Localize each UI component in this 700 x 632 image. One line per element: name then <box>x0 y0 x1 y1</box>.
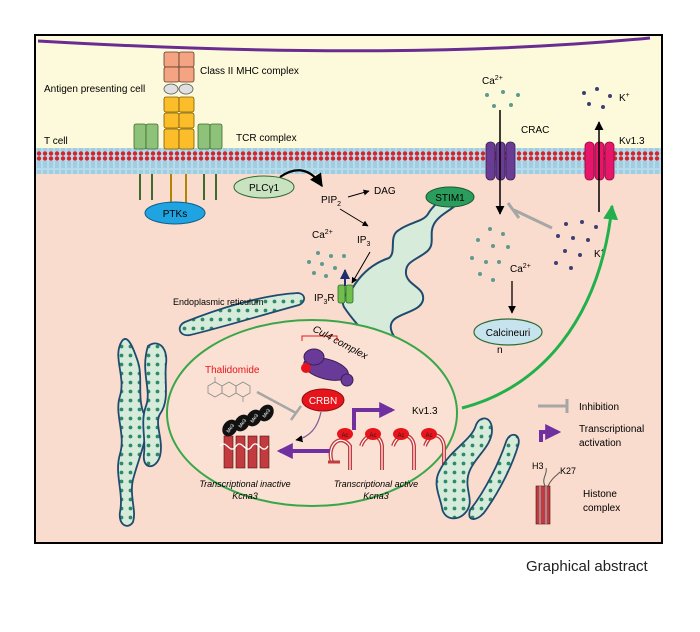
pip2-to-ip3-arrow <box>339 208 369 227</box>
svg-text:Me3: Me3 <box>238 418 249 430</box>
cul4-complex <box>301 348 354 387</box>
ca-top-dots <box>485 90 520 108</box>
ac-marks: Ac Ac Ac Ac <box>337 428 437 440</box>
er-tubule-far-left <box>117 338 148 527</box>
er-label: Endoplasmic reticulum <box>173 297 264 307</box>
svg-text:Me3: Me3 <box>250 413 261 425</box>
calcineurin-label-2: n <box>497 345 503 356</box>
crac-channel <box>485 141 516 181</box>
legend-activation-label-2: activation <box>579 438 621 449</box>
er-tubule-left-branch <box>142 342 168 468</box>
ip3r-label: IP3R <box>314 293 335 306</box>
crac-label: CRAC <box>521 125 549 136</box>
inactive-label-2: Kcna3 <box>232 491 258 501</box>
stim1-node <box>425 186 475 208</box>
er-tubule-right-long <box>468 433 520 520</box>
ip3r-channel <box>337 284 346 304</box>
ptks-node <box>144 201 206 225</box>
crbn-to-histone-arrow <box>295 411 322 443</box>
k-mid-dots <box>554 220 598 270</box>
transcription-arrow <box>352 402 396 430</box>
cul4-bracket <box>301 335 338 341</box>
ca-mid-label: Ca2+ <box>510 263 531 275</box>
ip3-label: IP3 <box>357 235 370 248</box>
svg-text:Me3: Me3 <box>226 423 237 435</box>
ip3-to-receptor-arrow <box>351 251 371 284</box>
ip3r-channel-b <box>345 284 354 304</box>
inactive-histones <box>219 435 270 469</box>
legend-inhibition-symbol <box>538 399 569 413</box>
svg-text:Ac: Ac <box>397 433 404 439</box>
inactive-label-1: Transcriptional inactive <box>199 479 290 489</box>
svg-text:Ac: Ac <box>369 433 376 439</box>
ptks-label: PTKs <box>163 209 187 220</box>
pip2-to-dag-arrow <box>347 189 370 198</box>
mhc-complex <box>163 51 195 95</box>
plc-node <box>233 175 295 199</box>
me3-marks: Me3 Me3 Me3 Me3 <box>222 404 274 437</box>
k-top-dots <box>582 87 612 109</box>
mhc-label: Class II MHC complex <box>200 66 299 77</box>
ca-er-label: Ca2+ <box>312 229 333 241</box>
legend-histone-label-1: Histone <box>583 489 617 500</box>
k-top-label: K+ <box>619 92 630 104</box>
legend-histone-icon <box>535 467 561 525</box>
svg-text:Me3: Me3 <box>262 408 273 420</box>
kv13-gene-label: Kv1.3 <box>412 406 438 417</box>
active-label-2: Kcna3 <box>363 491 389 501</box>
plasma-membrane <box>36 148 661 174</box>
tcr-label: TCR complex <box>236 133 297 144</box>
kv13-channel <box>584 141 615 181</box>
plc-label: PLCγ1 <box>249 183 279 194</box>
legend: Inhibition Transcriptional activation H3… <box>532 399 644 525</box>
legend-h3-label: H3 <box>532 461 544 471</box>
legend-activation-symbol <box>539 424 562 442</box>
thalidomide-inhibits-crbn <box>256 390 303 421</box>
calcineurin-label-1: Calcineuri <box>486 328 530 339</box>
pip2-label: PIP2 <box>321 195 341 208</box>
tcr-complex <box>133 96 223 208</box>
er-tubule-right <box>435 417 493 520</box>
kv13-expression-arrow <box>461 204 619 410</box>
svg-text:Ac: Ac <box>341 433 348 439</box>
active-label-1: Transcriptional active <box>334 479 418 489</box>
kv13-channel-label: Kv1.3 <box>619 136 645 147</box>
legend-inhibition-label: Inhibition <box>579 402 619 413</box>
k-inhibits-stim1 <box>506 202 553 230</box>
apc-label: Antigen presenting cell <box>44 84 145 95</box>
ca-top-label: Ca2+ <box>482 75 503 87</box>
ca-er-dots <box>307 251 346 278</box>
legend-histone-label-2: complex <box>583 503 620 514</box>
legend-k27-label: K27 <box>560 466 576 476</box>
ca-mid-dots <box>470 227 510 282</box>
stim1-label: STIM1 <box>435 193 465 204</box>
crbn-label: CRBN <box>309 396 337 407</box>
dag-label: DAG <box>374 186 396 197</box>
figure-caption: Graphical abstract <box>526 558 648 575</box>
svg-text:Ac: Ac <box>425 433 432 439</box>
legend-activation-label-1: Transcriptional <box>579 424 644 435</box>
tcell-label: T cell <box>44 136 68 147</box>
thalidomide-label: Thalidomide <box>205 365 260 376</box>
thalidomide-structure <box>207 377 251 402</box>
plc-to-pip2-arrow <box>279 169 323 188</box>
crbn-node <box>301 388 345 412</box>
er-tubule-left <box>178 292 306 337</box>
apc-border-curve <box>37 36 651 53</box>
calcineurin-node <box>473 318 543 346</box>
